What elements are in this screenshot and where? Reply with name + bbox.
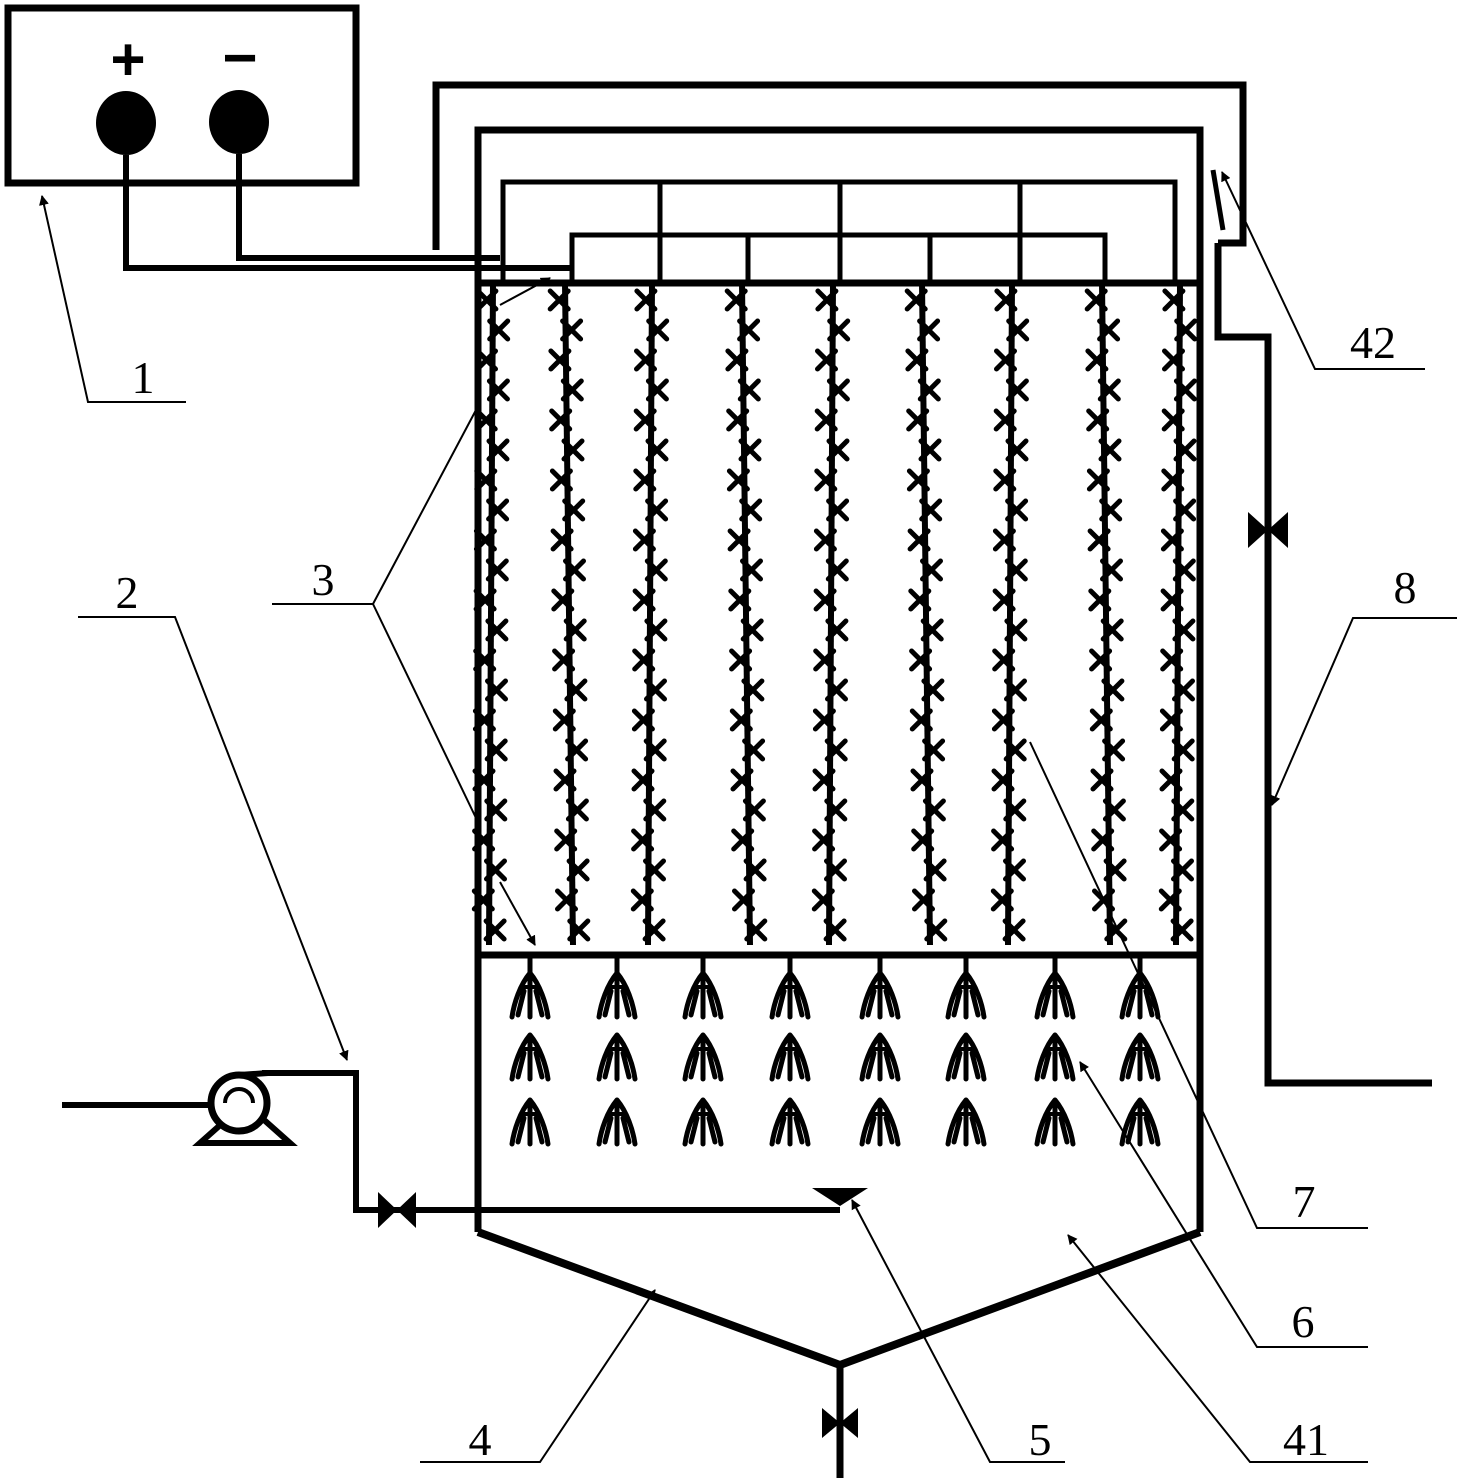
positive-terminal-symbol: +: [110, 26, 145, 93]
carrier-tuft: [599, 1035, 635, 1079]
numeric-labels: 1 2 3 4 5 6 7 8 41 42: [116, 317, 1417, 1465]
carrier-tuft: [685, 973, 721, 1017]
carrier-tuft: [772, 1035, 808, 1079]
label-3: 3: [312, 554, 335, 605]
conical-bottom: [476, 1228, 1202, 1370]
carrier-tuft: [1037, 1100, 1073, 1144]
power-supply: + −: [4, 4, 360, 187]
carrier-tuft: [512, 1100, 548, 1144]
biofilm-carrier-tufts: [512, 955, 1158, 1144]
label-7: 7: [1293, 1176, 1316, 1227]
positive-terminal: [96, 91, 156, 155]
label-8: 8: [1394, 562, 1417, 613]
label-4: 4: [469, 1414, 492, 1465]
label-6: 6: [1292, 1296, 1315, 1347]
label-1: 1: [132, 352, 155, 403]
outlet-pipe: [1214, 243, 1432, 1087]
inlet-valve: [378, 1192, 416, 1228]
outer-return-pipe: [432, 81, 1247, 250]
carrier-tuft: [685, 1035, 721, 1079]
inlet-pipe: [62, 1070, 840, 1213]
label-42: 42: [1350, 317, 1396, 368]
power-leads: [123, 154, 572, 271]
negative-terminal-symbol: −: [222, 24, 257, 91]
carrier-tuft: [772, 1100, 808, 1144]
inlet-pump: [192, 1070, 298, 1146]
carrier-tuft: [862, 1035, 898, 1079]
outlet-nozzle: [1210, 169, 1226, 231]
carrier-tuft: [512, 973, 548, 1017]
leader-lines: [39, 171, 1457, 1463]
electrode-columns: [474, 282, 1194, 946]
outlet-valve: [1248, 512, 1288, 548]
carrier-tuft: [862, 1100, 898, 1144]
carrier-tuft: [948, 973, 984, 1017]
carrier-tuft: [948, 1100, 984, 1144]
label-5: 5: [1029, 1414, 1052, 1465]
carrier-tuft: [599, 1100, 635, 1144]
carrier-tuft: [1037, 1035, 1073, 1079]
carrier-tuft: [1037, 973, 1073, 1017]
carrier-tuft: [772, 973, 808, 1017]
label-2: 2: [116, 567, 139, 618]
carrier-tuft: [948, 1035, 984, 1079]
drain-valve: [822, 1408, 858, 1438]
label-41: 41: [1283, 1414, 1329, 1465]
carrier-tuft: [685, 1100, 721, 1144]
carrier-tuft: [1122, 1035, 1158, 1079]
carrier-tuft: [862, 973, 898, 1017]
carrier-tuft: [599, 973, 635, 1017]
carrier-tuft: [512, 1035, 548, 1079]
negative-terminal: [209, 90, 269, 154]
water-distributor: [812, 1188, 868, 1206]
electrode-bus-bars: [500, 179, 1178, 283]
